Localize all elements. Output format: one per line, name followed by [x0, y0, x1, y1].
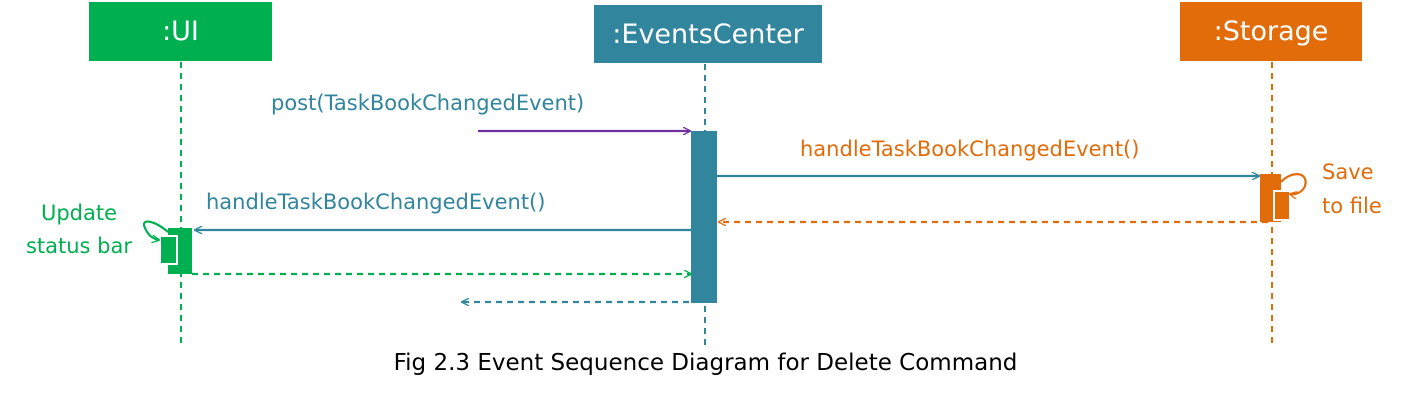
lifeline-ui-box: :UI	[89, 2, 272, 61]
lifeline-storage-label: :Storage	[1213, 16, 1329, 47]
figure-caption: Fig 2.3 Event Sequence Diagram for Delet…	[393, 350, 1018, 376]
save-self-call-arrow	[1280, 173, 1307, 194]
save-note-line-2: to file	[1322, 194, 1382, 218]
post-message-label: post(TaskBookChangedEvent)	[271, 91, 585, 115]
update-note-line-1: Update	[40, 201, 118, 225]
update-self-call-arrow	[142, 220, 169, 240]
activation-events-center	[691, 131, 717, 303]
lifeline-ui-label: :UI	[162, 16, 199, 47]
save-note-line-1: Save	[1322, 160, 1374, 184]
activation-storage-self	[1273, 190, 1291, 221]
lifeline-storage-box: :Storage	[1180, 2, 1362, 61]
update-note: Update status bar	[19, 197, 139, 263]
lifeline-events-center-label: :EventsCenter	[612, 18, 804, 50]
handle-ui-message-label: handleTaskBookChangedEvent()	[206, 190, 546, 214]
handle-storage-message-label: handleTaskBookChangedEvent()	[800, 137, 1140, 161]
activation-ui-self	[159, 235, 178, 265]
lifeline-events-center-box: :EventsCenter	[594, 5, 822, 63]
save-note: Save to file	[1322, 155, 1382, 223]
update-note-line-2: status bar	[25, 234, 133, 258]
